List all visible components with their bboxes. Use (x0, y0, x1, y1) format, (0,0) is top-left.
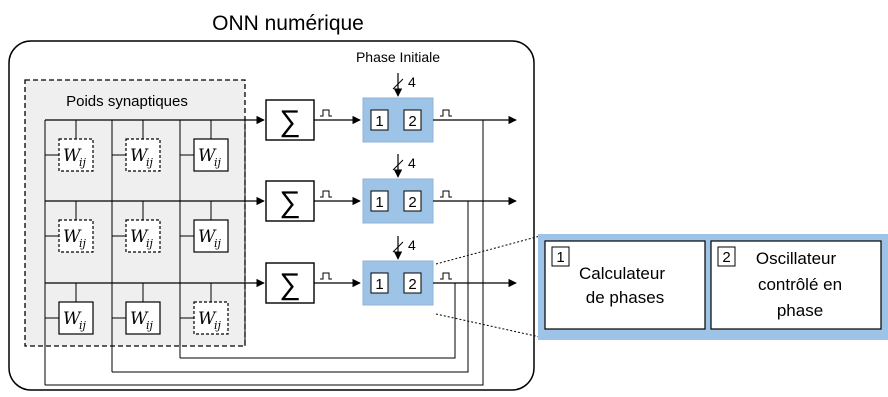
weight-symbol: W (130, 309, 149, 329)
weight-symbol: W (63, 309, 82, 329)
bus-tick (392, 159, 404, 171)
weight-cell-box (193, 138, 229, 172)
sum-symbol: ∑ (279, 268, 300, 301)
legend-box-1 (544, 240, 706, 330)
zoom-lines (435, 235, 541, 338)
summer-box (265, 99, 315, 141)
legend-number-box-1 (551, 246, 570, 267)
weight-cell-box (125, 219, 161, 253)
legend-number-2: 2 (722, 249, 730, 266)
weight-subscript: ij (79, 237, 87, 250)
weight-symbol: W (130, 146, 149, 166)
bus-tick (392, 241, 404, 253)
sum-symbol: ∑ (279, 186, 300, 219)
bus-width-label: 4 (408, 155, 416, 171)
weight-subscript: ij (214, 156, 222, 169)
sum-symbol: ∑ (279, 105, 300, 138)
legend-item2-line1: Oscillateur (756, 249, 837, 268)
weight-subscript: ij (146, 319, 154, 332)
summer-box (265, 180, 315, 222)
weight-symbol: W (63, 146, 82, 166)
weight-cell-box (193, 301, 229, 335)
summer-box (265, 262, 315, 304)
weight-symbol: W (63, 227, 82, 247)
weight-subscript: ij (146, 237, 154, 250)
feedback-lines (45, 120, 484, 386)
weight-symbol: W (198, 146, 217, 166)
weight-symbol: W (198, 227, 217, 247)
block-number: 2 (408, 113, 416, 130)
pulse-icon (320, 109, 332, 117)
legend-box-2 (710, 240, 882, 330)
pulse-icon (320, 272, 332, 280)
weights-matrix-label: Poids synaptiques (66, 93, 188, 110)
weight-cell-box (125, 301, 161, 335)
legend-item1-line1: Calculateur (579, 264, 665, 283)
block-number-box (403, 272, 422, 294)
legend-number-1: 1 (556, 249, 564, 266)
block-number-box (370, 272, 389, 294)
diagram-title: ONN numérique (212, 12, 364, 35)
pulse-icon (320, 190, 332, 198)
weight-cell-box (58, 219, 94, 253)
weight-subscript: ij (146, 156, 154, 169)
oscillator-rows: ∑ 1 2 4 ∑ 1 2 4 ∑ 1 2 4 (265, 73, 517, 306)
block-number: 2 (408, 276, 416, 293)
row-lines (45, 115, 265, 288)
block-number: 1 (375, 194, 383, 211)
bus-width-label: 4 (408, 237, 416, 253)
weight-subscript: ij (214, 319, 222, 332)
weight-subscript: ij (79, 319, 87, 332)
weight-cell-box (58, 138, 94, 172)
legend-item2-line2: contrôlé en (758, 275, 842, 294)
bus-tick (392, 78, 404, 90)
block-number-box (403, 190, 422, 212)
block-number: 1 (375, 276, 383, 293)
legend-number-box-2 (717, 246, 736, 267)
weight-cell-box (193, 219, 229, 253)
legend-item1-line2: de phases (586, 288, 664, 307)
phase-initial-label: Phase Initiale (356, 49, 440, 65)
weight-subscript: ij (79, 156, 87, 169)
block-number-box (403, 109, 422, 131)
weight-symbol: W (198, 309, 217, 329)
legend-item2-line3: phase (777, 301, 823, 320)
pulse-icon (440, 272, 452, 280)
legend-panel: 1 Calculateur de phases 2 Oscillateur co… (538, 234, 888, 340)
block-number-box (370, 190, 389, 212)
weight-subscript: ij (214, 237, 222, 250)
pulse-icon (440, 190, 452, 198)
weight-symbol: W (130, 227, 149, 247)
block-number: 1 (375, 113, 383, 130)
weight-cell-box (125, 138, 161, 172)
block-number: 2 (408, 194, 416, 211)
bus-width-label: 4 (408, 74, 416, 90)
weight-cell-box (58, 301, 94, 335)
pulse-icon (440, 109, 452, 117)
block-number-box (370, 109, 389, 131)
